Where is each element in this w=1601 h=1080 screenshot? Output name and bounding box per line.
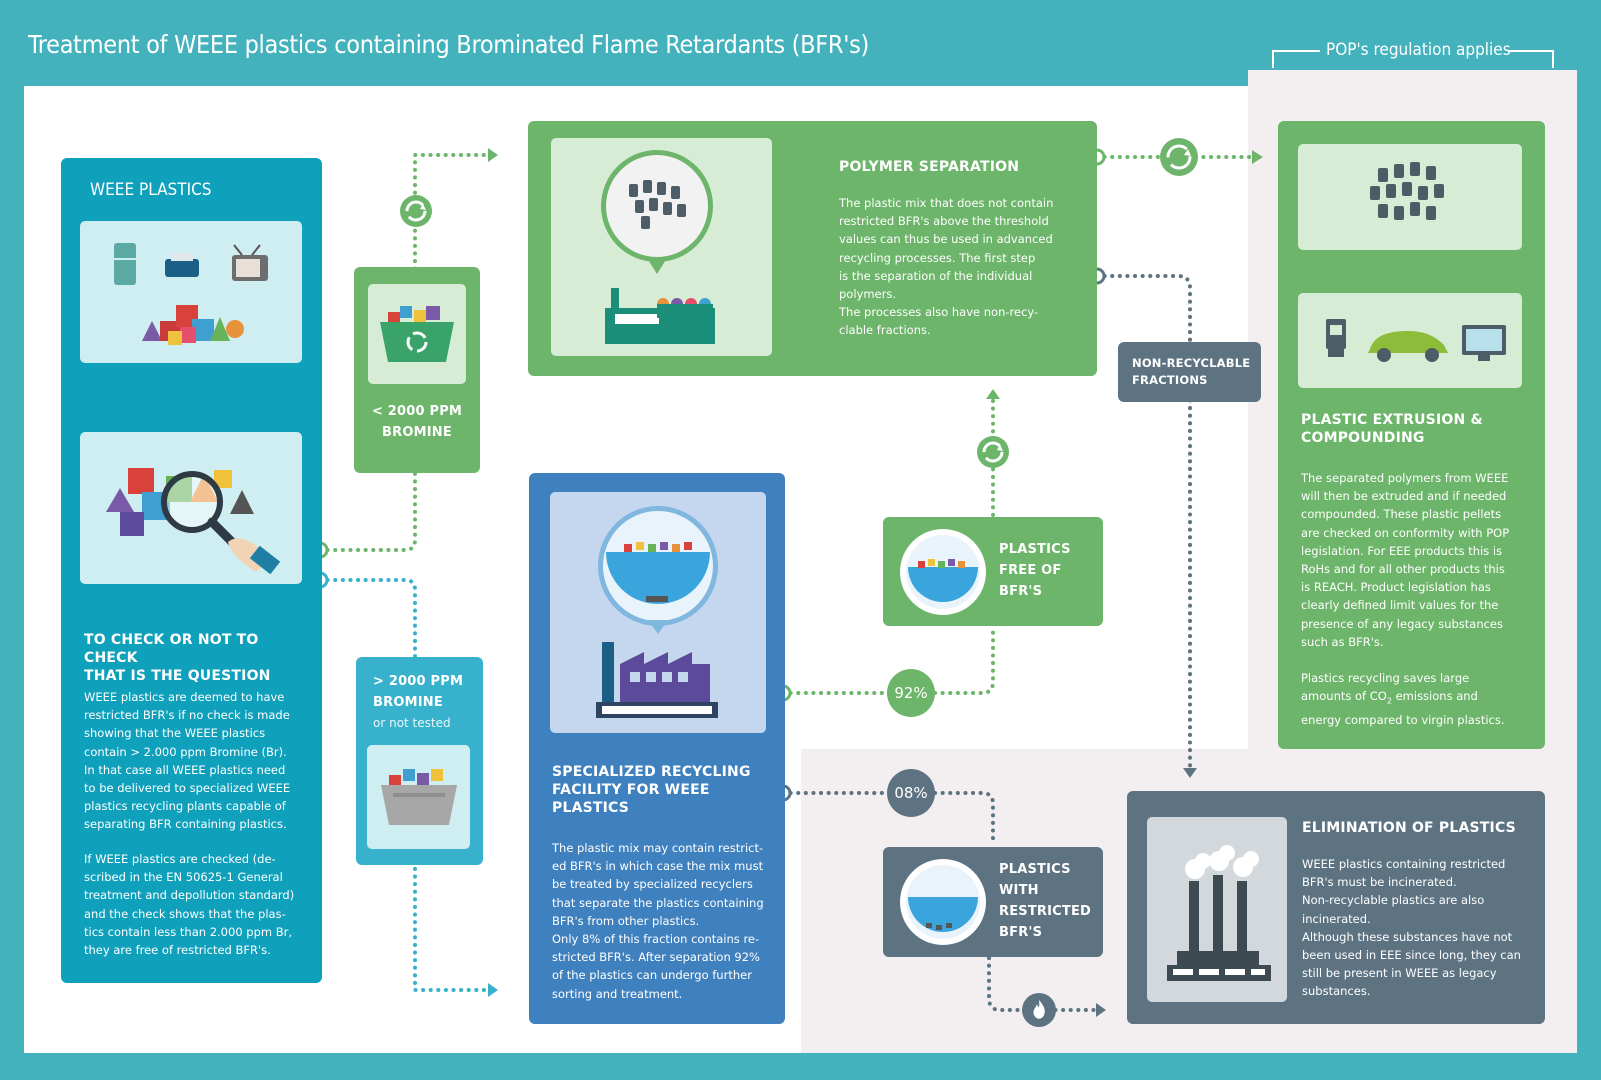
weee-subheading: TO CHECK OR NOT TO CHECK THAT IS THE QUE… [84, 632, 271, 684]
recycling-bin-icon [380, 306, 454, 362]
magnifier-icon [106, 468, 281, 575]
incinerator-icon [1167, 845, 1271, 981]
recycle-icon [400, 195, 432, 227]
plastics-free-panel: PLASTICS FREE OF BFR'S [883, 517, 1103, 626]
products-card [1298, 293, 1522, 388]
extrusion-panel: PLASTIC EXTRUSION & COMPOUNDING The sepa… [1278, 121, 1545, 749]
extrusion-heading: PLASTIC EXTRUSION & COMPOUNDING [1301, 412, 1483, 446]
weee-paragraph-2: If WEEE plastics are checked (de-scribed… [84, 852, 295, 958]
pct-92-badge: 92% [887, 669, 935, 717]
incinerator-card [1147, 817, 1287, 1002]
polymer-separation-panel: POLYMER SEPARATION The plastic mix that … [528, 121, 1097, 376]
pellets-icon [1370, 162, 1444, 220]
fire-icon [1022, 993, 1056, 1027]
non-recyclable-label: NON-RECYCLABLE FRACTIONS [1132, 356, 1251, 387]
specialized-image-card [550, 492, 766, 733]
gray-container-card [367, 745, 470, 849]
container-bin-icon [381, 769, 457, 825]
products-icon [1326, 319, 1506, 362]
pct-08-badge: 08% [887, 769, 935, 817]
high-bromine-panel: > 2000 PPM BROMINE or not tested [356, 657, 483, 865]
bowl-icon [900, 859, 986, 945]
recycle-icon [977, 436, 1009, 468]
polymer-factory-icon [601, 150, 715, 344]
page-title: Treatment of WEEE plastics containing Br… [28, 30, 870, 59]
elimination-panel: ELIMINATION OF PLASTICS WEEE plastics co… [1127, 791, 1545, 1024]
specialized-heading: SPECIALIZED RECYCLING FACILITY FOR WEEE … [552, 764, 751, 816]
specialized-description: The plastic mix may contain restrict-ed … [552, 841, 764, 1001]
pellets-card [1298, 144, 1522, 250]
plastics-restricted-label: PLASTICS WITH RESTRICTED BFR'S [999, 862, 1092, 940]
high-bromine-label: > 2000 PPM BROMINE or not tested [373, 674, 464, 730]
non-recyclable-badge: NON-RECYCLABLE FRACTIONS [1118, 342, 1261, 402]
appliances-icon [114, 243, 268, 345]
polymer-heading: POLYMER SEPARATION [839, 159, 1020, 175]
green-container-card [368, 284, 466, 384]
extrusion-paragraph-2: Plastics recycling saves large amounts o… [1301, 671, 1505, 727]
elimination-heading: ELIMINATION OF PLASTICS [1302, 820, 1516, 836]
plastics-restricted-panel: PLASTICS WITH RESTRICTED BFR'S [883, 847, 1103, 957]
bowl-icon [900, 529, 986, 615]
weee-plastics-panel: WEEE PLASTICS TO CHECK OR NOT TO CHECK T… [61, 158, 322, 983]
recycling-facility-icon [596, 506, 718, 718]
specialized-recycling-panel: SPECIALIZED RECYCLING FACILITY FOR WEEE … [529, 473, 785, 1024]
plastics-free-label: PLASTICS FREE OF BFR'S [999, 542, 1071, 599]
pop-regulation-text: POP's regulation applies [1326, 40, 1511, 60]
low-bromine-label: < 2000 PPM BROMINE [371, 404, 463, 440]
weee-devices-card [80, 221, 302, 363]
recycle-icon [1160, 138, 1198, 176]
pop-regulation-label: POP's regulation applies [1272, 40, 1554, 68]
low-bromine-panel: < 2000 PPM BROMINE [354, 267, 480, 473]
weee-check-card [80, 432, 302, 584]
weee-heading: WEEE PLASTICS [90, 180, 212, 200]
polymer-image-card [551, 138, 772, 356]
